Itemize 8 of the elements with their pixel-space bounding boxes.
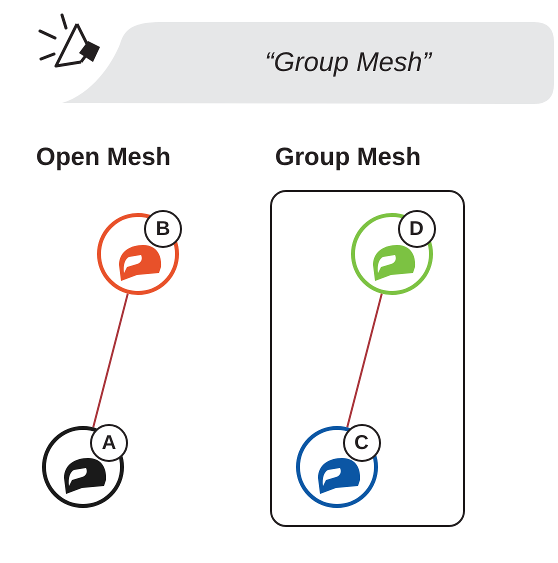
- letter-badge: A: [90, 424, 128, 462]
- spoken-command-text: “Group Mesh”: [264, 46, 434, 79]
- letter-badge: D: [398, 210, 436, 248]
- letter-badge: B: [144, 210, 182, 248]
- section-heading: Open Mesh: [36, 142, 171, 173]
- letter-badge: C: [342, 424, 380, 462]
- section-heading: Group Mesh: [275, 142, 421, 173]
- group-frame: [270, 190, 465, 527]
